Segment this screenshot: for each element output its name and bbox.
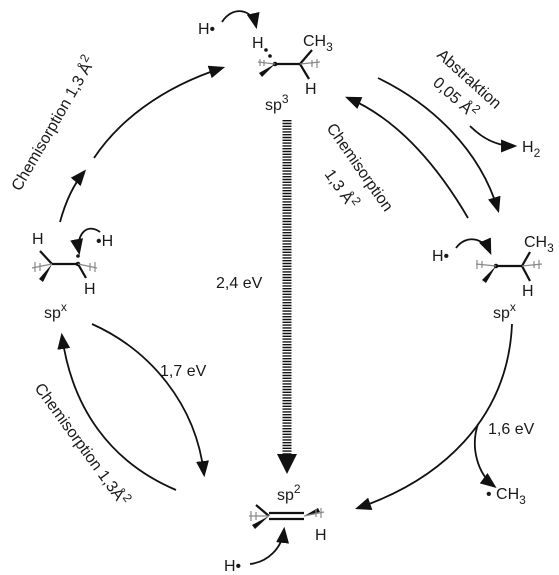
- bottom-h-right: H: [315, 527, 327, 544]
- top-molecule: [257, 48, 321, 80]
- right-node: H• CH3 H spx: [432, 234, 554, 322]
- top-h-radical: H•: [198, 21, 215, 38]
- left-h-top: H: [32, 231, 44, 248]
- right-h-radical: H•: [432, 248, 449, 265]
- direct-energy-label: 2,4 eV: [216, 275, 263, 292]
- chemisorption-upper-right-arrow: [345, 96, 469, 219]
- top-h-left: H: [252, 35, 264, 52]
- right-ch3: CH3: [524, 234, 554, 255]
- chemisorption-lower-left-arrow: [57, 332, 177, 491]
- chemisorption-upper-left-label: Chemisorption 1,3 Å2: [4, 51, 99, 194]
- top-node: H• H CH3 H sp3: [198, 10, 333, 114]
- edge-lower-left: 1,7 eV Chemisorption 1,3Å2: [31, 323, 209, 509]
- chemisorption-lower-left-label: Chemisorption 1,3Å2: [31, 377, 136, 509]
- ch3-branch-arrow: [474, 423, 497, 488]
- bottom-species-label: sp2: [277, 482, 301, 504]
- h2-product-label: H2: [522, 139, 541, 160]
- right-h-bottom: H: [522, 283, 534, 300]
- bottom-molecule: [249, 504, 325, 529]
- left-h-bottom: H: [84, 281, 96, 298]
- left-energy-label: 1,7 eV: [160, 363, 207, 380]
- ch3-product-label: • CH3: [486, 486, 526, 507]
- bottom-h-radical: H•: [224, 558, 241, 575]
- left-molecule: [31, 250, 98, 282]
- bottom-radical-curved-arrow: [249, 526, 289, 565]
- top-radical-curved-arrow: [221, 10, 260, 30]
- left-species-label: spx: [44, 300, 67, 322]
- left-energy-arrow: [91, 323, 209, 478]
- right-energy-label: 1,6 eV: [488, 421, 535, 438]
- h2-branch-arrow: [469, 125, 518, 153]
- right-energy-arrow: [354, 323, 513, 510]
- left-h-radical: •H: [96, 233, 113, 250]
- edge-center: 2,4 eV: [216, 120, 297, 474]
- direct-arrow-head: [277, 454, 297, 474]
- bottom-node: sp2 H H•: [224, 482, 327, 575]
- upper-left-arrow-2: [93, 65, 226, 159]
- edge-lower-right: 1,6 eV • CH3: [354, 323, 535, 510]
- edge-upper-right: H2 Abstraktion 0,05 Å2 Chemisorption 1,3…: [321, 46, 541, 219]
- right-species-label: spx: [493, 300, 516, 322]
- abstraction-arrow: [377, 77, 501, 214]
- right-radical-curved-arrow: [455, 237, 492, 255]
- edge-upper-left: Chemisorption 1,3 Å2: [4, 51, 226, 223]
- upper-left-arrow-1: [59, 169, 87, 223]
- top-ch3: CH3: [303, 33, 333, 54]
- top-h-right: H: [305, 81, 317, 98]
- left-radical-curved-arrow: [70, 227, 101, 256]
- right-molecule: [475, 251, 543, 283]
- left-node: H •H H spx: [31, 227, 113, 322]
- top-species-label: sp3: [265, 92, 289, 114]
